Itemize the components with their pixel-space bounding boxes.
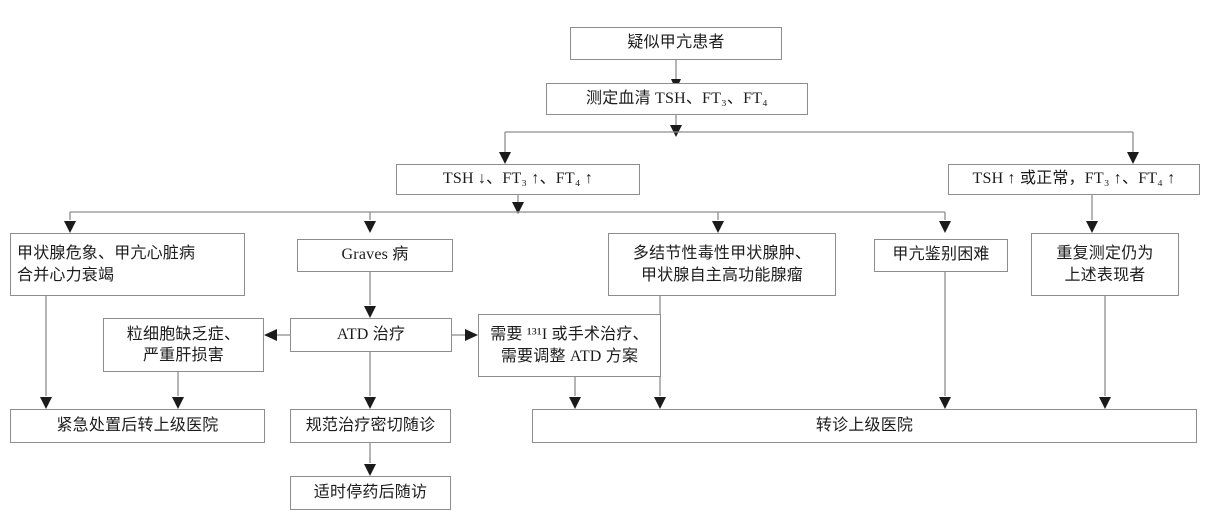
node-emergency-transfer-label: 紧急处置后转上级医院 bbox=[56, 416, 219, 434]
node-need-i131[interactable]: 需要 ¹³¹I 或手术治疗、 需要调整 ATD 方案 bbox=[478, 314, 661, 377]
node-measure-label: 测定血清 TSH、FT₃、FT₄ bbox=[586, 89, 768, 107]
node-agranulocytosis[interactable]: 粒细胞缺乏症、 严重肝损害 bbox=[103, 318, 264, 372]
node-atd[interactable]: ATD 治疗 bbox=[290, 318, 452, 352]
node-graves[interactable]: Graves 病 bbox=[297, 239, 453, 272]
node-branch-right-label: TSH ↑ 或正常，FT₃ ↑、FT₄ ↑ bbox=[972, 170, 1176, 188]
node-measure[interactable]: 测定血清 TSH、FT₃、FT₄ bbox=[546, 83, 808, 115]
node-standard-followup-label: 规范治疗密切随诊 bbox=[305, 416, 436, 434]
node-toxic-goiter-label: 多结节性毒性甲状腺肿、 甲状腺自主高功能腺瘤 bbox=[632, 245, 812, 284]
node-branch-left-label: TSH ↓、FT₃ ↑、FT₄ ↑ bbox=[442, 170, 594, 188]
node-refer-upper[interactable]: 转诊上级医院 bbox=[532, 409, 1197, 443]
node-toxic-goiter[interactable]: 多结节性毒性甲状腺肿、 甲状腺自主高功能腺瘤 bbox=[608, 233, 836, 296]
node-repeat-same[interactable]: 重复测定仍为 上述表现者 bbox=[1031, 233, 1179, 296]
node-hard-to-diagnose[interactable]: 甲亢鉴别困难 bbox=[874, 239, 1008, 272]
node-standard-followup[interactable]: 规范治疗密切随诊 bbox=[290, 409, 451, 443]
node-suspected-label: 疑似甲亢患者 bbox=[627, 34, 725, 52]
node-repeat-same-label: 重复测定仍为 上述表现者 bbox=[1056, 245, 1154, 284]
node-need-i131-label: 需要 ¹³¹I 或手术治疗、 需要调整 ATD 方案 bbox=[490, 326, 649, 365]
node-stop-drug-followup-label: 适时停药后随访 bbox=[313, 483, 428, 501]
node-crisis-label: 甲状腺危象、甲亢心脏病 合并心力衰竭 bbox=[17, 245, 196, 284]
node-graves-label: Graves 病 bbox=[341, 246, 409, 264]
node-branch-right[interactable]: TSH ↑ 或正常，FT₃ ↑、FT₄ ↑ bbox=[948, 164, 1200, 195]
node-emergency-transfer[interactable]: 紧急处置后转上级医院 bbox=[10, 409, 265, 443]
node-stop-drug-followup[interactable]: 适时停药后随访 bbox=[290, 476, 451, 510]
node-branch-left[interactable]: TSH ↓、FT₃ ↑、FT₄ ↑ bbox=[396, 164, 640, 195]
node-refer-upper-label: 转诊上级医院 bbox=[815, 416, 914, 434]
node-agranulocytosis-label: 粒细胞缺乏症、 严重肝损害 bbox=[126, 325, 241, 364]
node-atd-label: ATD 治疗 bbox=[336, 325, 406, 343]
node-crisis[interactable]: 甲状腺危象、甲亢心脏病 合并心力衰竭 bbox=[10, 233, 245, 296]
node-hard-to-diagnose-label: 甲亢鉴别困难 bbox=[892, 246, 990, 264]
node-suspected[interactable]: 疑似甲亢患者 bbox=[570, 27, 782, 60]
